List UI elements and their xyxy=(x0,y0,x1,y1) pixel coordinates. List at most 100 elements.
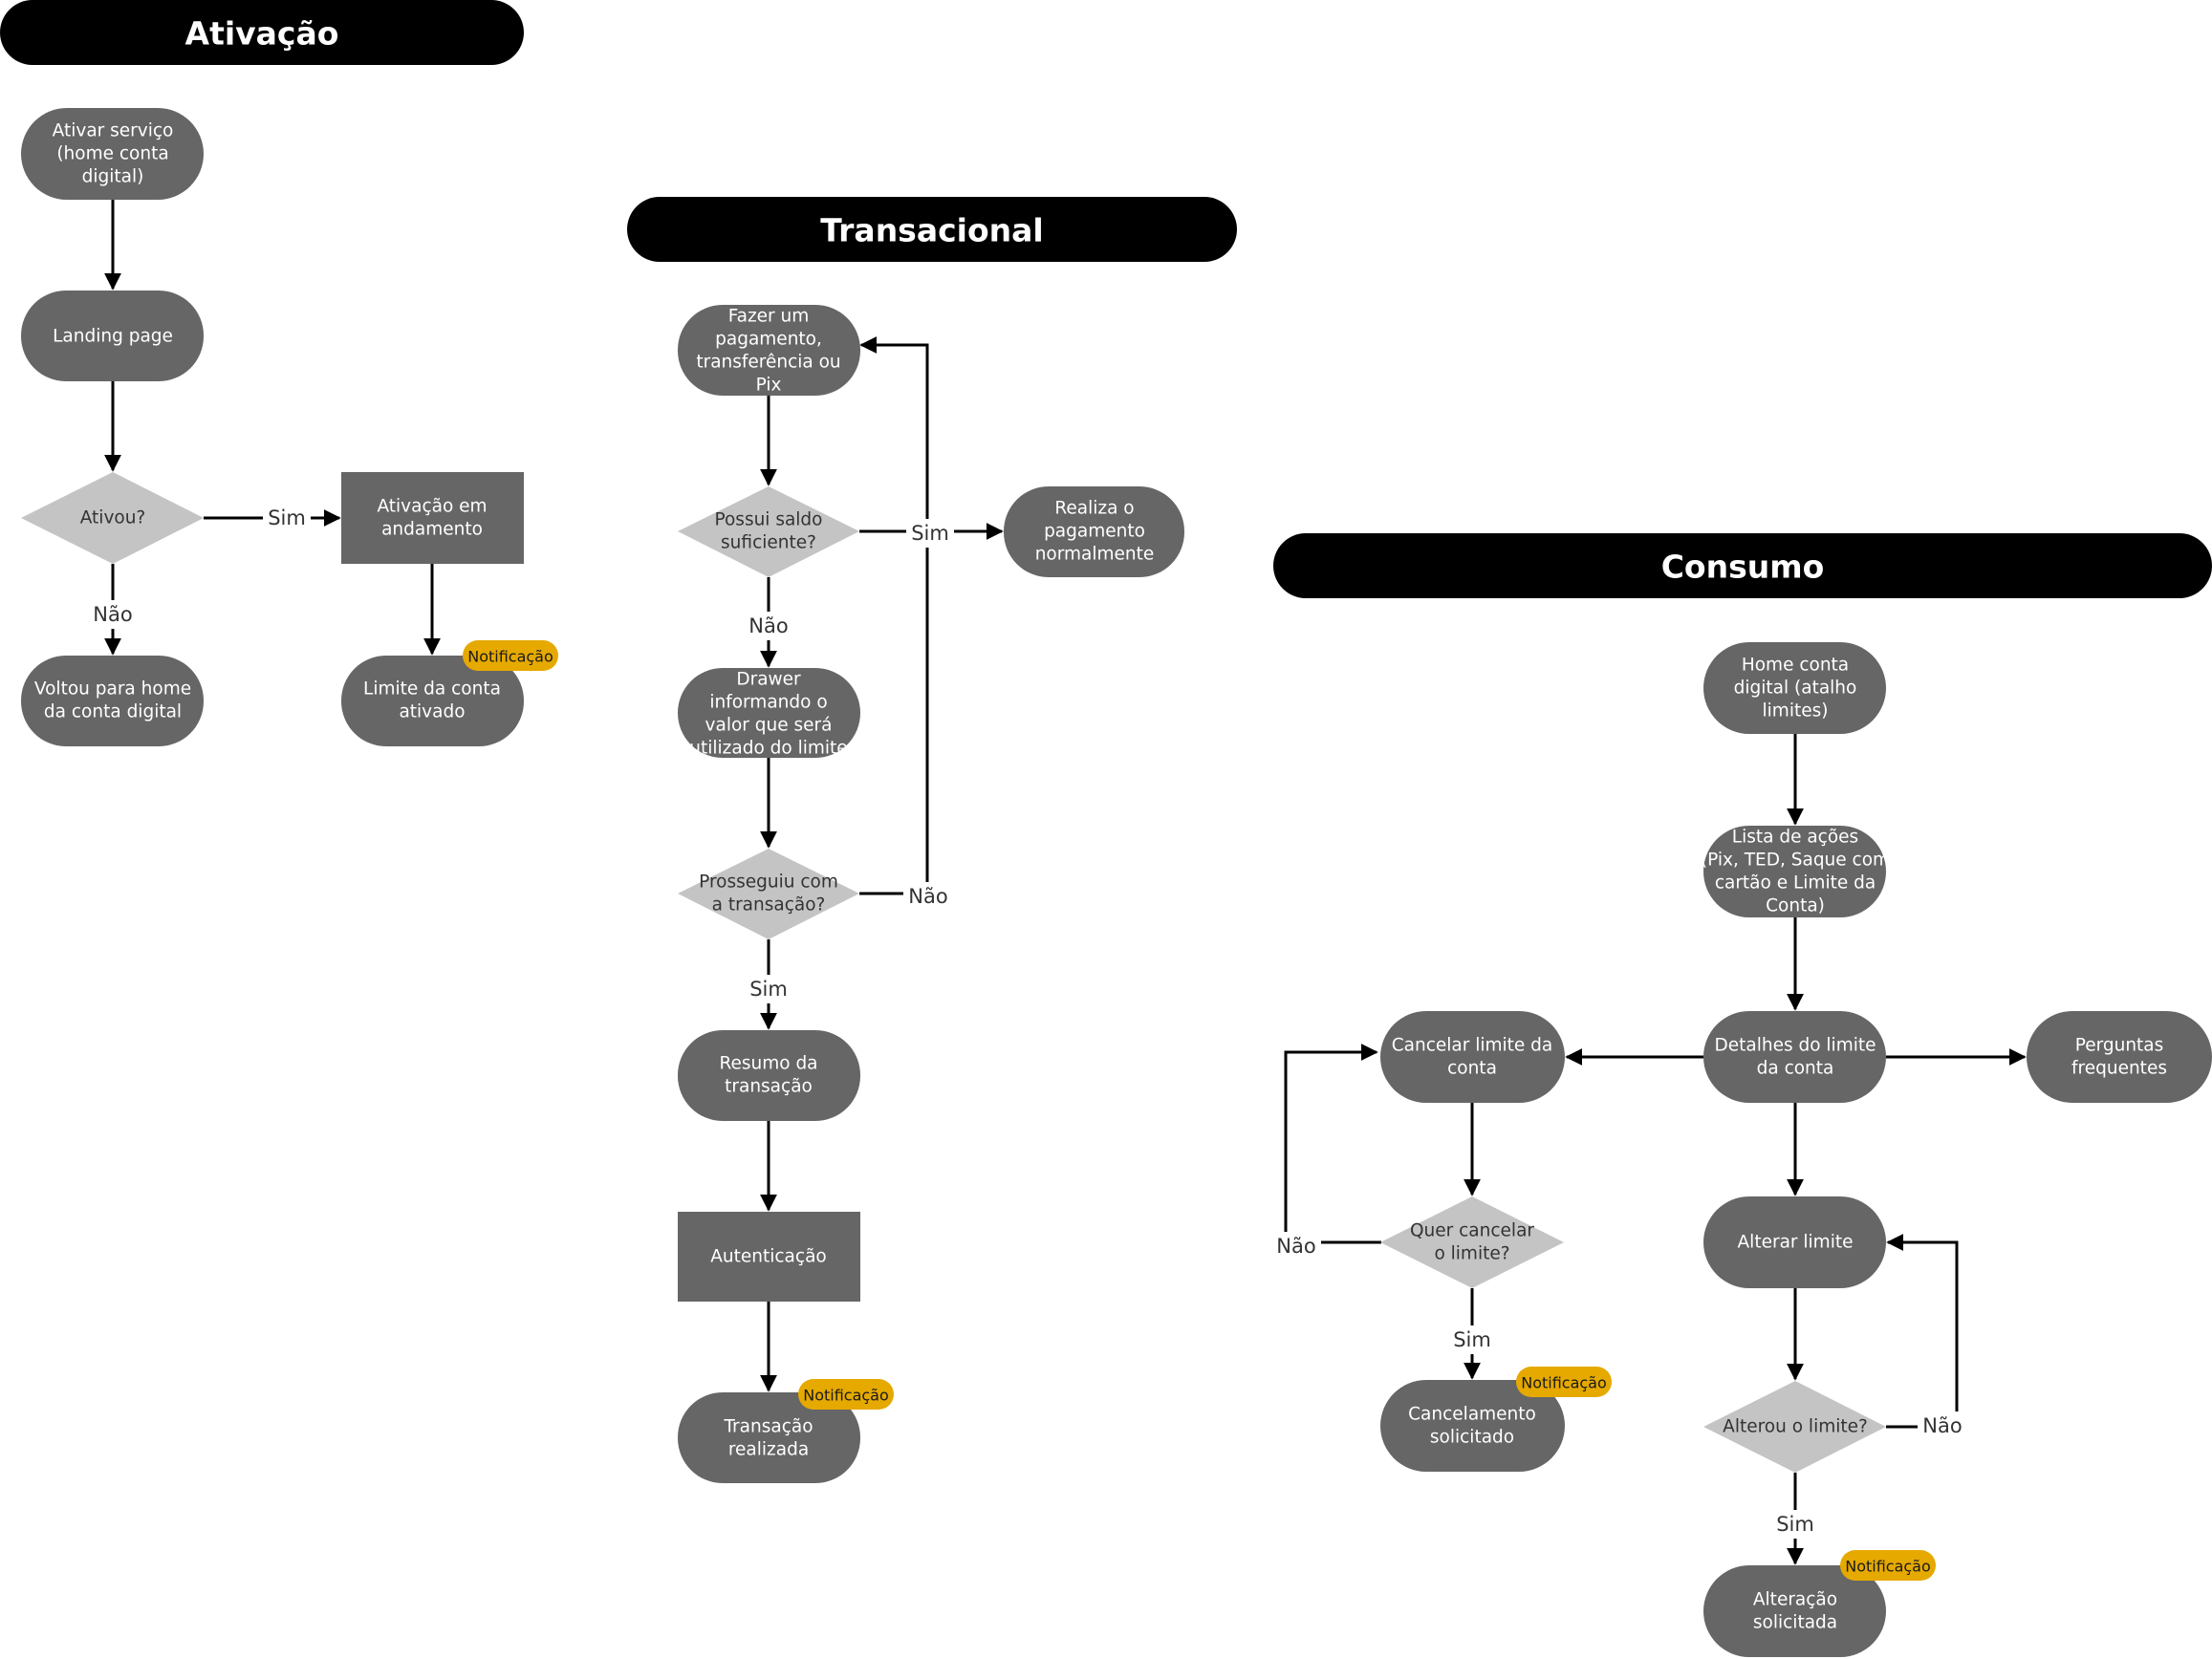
node-label-line: andamento xyxy=(381,520,483,540)
node-label-line: Lista de ações xyxy=(1732,828,1858,848)
node-label-line: Realiza o xyxy=(1054,499,1134,519)
edge-label-quer-sim: Sim xyxy=(1448,1325,1496,1354)
node-label-line: Home conta xyxy=(1742,656,1849,676)
node-label-line: (home conta xyxy=(56,144,168,164)
decision-alterou[interactable]: Alterou o limite? xyxy=(1703,1381,1886,1473)
svg-text:Não: Não xyxy=(93,603,132,626)
node-label-line: transação xyxy=(725,1077,813,1097)
node-label-line: cartão e Limite da xyxy=(1715,873,1876,894)
node-label-line: limites) xyxy=(1763,701,1829,722)
edge-alterou-nao xyxy=(1886,1234,1959,1429)
node-label-line: digital) xyxy=(82,167,144,187)
node-label-line: utilizado do limite xyxy=(689,739,847,759)
node-alterar-limite[interactable]: Alterar limite xyxy=(1703,1196,1886,1288)
edge-label-alterou-nao: Não xyxy=(1918,1411,1967,1440)
node-label-line: Alterou o limite? xyxy=(1723,1417,1868,1437)
node-label-line: Detalhes do limite xyxy=(1714,1036,1876,1056)
edge-labels: Sim Não Sim Não Não Sim Não Sim xyxy=(88,504,1967,1539)
node-label-line: normalmente xyxy=(1035,545,1155,565)
section-title-transacional: Transacional xyxy=(820,212,1043,249)
node-label-line: Voltou para home xyxy=(34,679,191,700)
node-label-line: Fazer um xyxy=(728,307,810,327)
svg-text:Sim: Sim xyxy=(1776,1513,1814,1536)
svg-text:Sim: Sim xyxy=(268,506,306,529)
node-label-line: a transação? xyxy=(712,895,826,916)
decision-ativou[interactable]: Ativou? xyxy=(21,472,204,564)
svg-text:Não: Não xyxy=(1276,1235,1315,1258)
node-label-line: Alteração xyxy=(1753,1590,1837,1610)
node-landing-page[interactable]: Landing page xyxy=(21,291,204,381)
node-label-line: Resumo da xyxy=(719,1054,817,1074)
section-header-consumo: Consumo xyxy=(1273,533,2212,598)
edge-label-prosseguiu-sim: Sim xyxy=(745,975,792,1003)
svg-text:Notificação: Notificação xyxy=(467,648,553,666)
edge-prosseguiu-nao xyxy=(859,336,929,895)
node-label-line: pagamento, xyxy=(715,330,822,350)
edge-label-saldo-nao: Não xyxy=(744,612,793,640)
svg-text:Sim: Sim xyxy=(1453,1328,1491,1351)
edge-label-quer-nao: Não xyxy=(1271,1232,1321,1260)
node-label-line: valor que será xyxy=(705,716,833,736)
node-label-line: Alterar limite xyxy=(1738,1233,1854,1253)
notification-badge: Notificação xyxy=(1840,1550,1936,1581)
edge-label-saldo-sim: Sim xyxy=(906,519,954,548)
section-title-consumo: Consumo xyxy=(1661,549,1825,586)
node-label-line: realizada xyxy=(728,1440,809,1460)
node-label-line: digital (atalho xyxy=(1734,679,1857,699)
notification-badge: Notificação xyxy=(798,1379,894,1410)
svg-text:Não: Não xyxy=(748,614,788,637)
node-label-line: suficiente? xyxy=(721,533,816,553)
edge-label-alterou-sim: Sim xyxy=(1771,1510,1819,1539)
node-label-line: o limite? xyxy=(1434,1244,1509,1264)
edge-label-ativou-sim: Sim xyxy=(263,504,311,532)
svg-text:Autenticação: Autenticação xyxy=(710,1247,826,1267)
node-resumo[interactable]: Resumo da transação xyxy=(678,1030,860,1121)
svg-text:Não: Não xyxy=(1922,1414,1962,1437)
section-header-transacional: Transacional xyxy=(627,197,1237,262)
node-label-line: Prosseguiu com xyxy=(699,873,838,893)
svg-text:Alterou o limite?: Alterou o limite? xyxy=(1723,1417,1868,1437)
section-header-ativacao: Ativação xyxy=(0,0,524,65)
node-autenticacao[interactable]: Autenticação xyxy=(678,1212,860,1302)
node-label-line: Landing page xyxy=(53,327,173,347)
svg-text:Notificação: Notificação xyxy=(803,1387,889,1405)
node-label-line: Conta) xyxy=(1766,896,1825,916)
node-label-line: Perguntas xyxy=(2075,1036,2164,1056)
edge-quer-nao xyxy=(1284,1044,1381,1244)
